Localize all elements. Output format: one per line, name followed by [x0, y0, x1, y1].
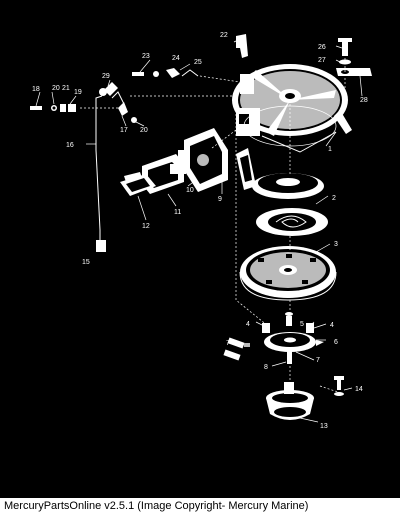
callout-8[interactable]: 8 — [264, 364, 268, 371]
part-22-hook[interactable] — [236, 34, 248, 58]
part-4-5-pawls[interactable] — [262, 312, 314, 333]
callout-18[interactable]: 18 — [32, 86, 40, 93]
callout-13[interactable]: 13 — [320, 423, 328, 430]
callout-29[interactable]: 29 — [102, 73, 110, 80]
part-14-bolt[interactable] — [334, 376, 344, 396]
callout-16[interactable]: 16 — [66, 142, 74, 149]
callout-11[interactable]: 11 — [174, 209, 181, 216]
callout-7a[interactable]: 7 — [226, 340, 230, 347]
assembly-guide-lines — [80, 50, 346, 393]
callout-27[interactable]: 27 — [318, 57, 326, 64]
callout-7b[interactable]: 7 — [316, 357, 320, 364]
callout-1[interactable]: 1 — [328, 146, 332, 153]
callout-5[interactable]: 5 — [300, 321, 304, 328]
part-3-rope-pulley[interactable] — [239, 246, 337, 301]
callout-9[interactable]: 9 — [218, 196, 222, 203]
callout-24[interactable]: 24 — [172, 55, 180, 62]
callout-10[interactable]: 10 — [186, 187, 194, 194]
callout-20b[interactable]: 20 — [140, 127, 148, 134]
part-2-spring-and-pulley[interactable] — [252, 173, 328, 236]
part-6-cam-retainer[interactable] — [264, 332, 324, 352]
part-9-bracket[interactable] — [236, 148, 256, 190]
callout-12[interactable]: 12 — [142, 223, 150, 230]
exploded-parts-diagram: 1 2 3 4 5 4 6 7 7 8 9 10 11 12 13 14 15 … — [0, 0, 400, 498]
part-8-center-bolt[interactable] — [284, 348, 295, 364]
callout-17[interactable]: 17 — [120, 127, 128, 134]
callout-26[interactable]: 26 — [318, 44, 326, 51]
callout-2[interactable]: 2 — [332, 195, 336, 202]
part-17-clip[interactable] — [111, 91, 128, 116]
callout-20a[interactable]: 20 — [52, 85, 60, 92]
part-7-springs[interactable] — [223, 337, 250, 361]
part-12-plate[interactable] — [120, 172, 156, 196]
part-29-lever[interactable] — [104, 82, 118, 96]
callout-15[interactable]: 15 — [82, 259, 90, 266]
leader-lines — [35, 39, 363, 423]
copyright-caption: MercuryPartsOnline v2.5.1 (Image Copyrig… — [0, 498, 400, 514]
callout-6[interactable]: 6 — [334, 339, 338, 346]
callout-14[interactable]: 14 — [355, 386, 363, 393]
part-23-25-fasteners[interactable] — [132, 68, 199, 78]
callout-22[interactable]: 22 — [220, 32, 228, 39]
callout-21[interactable]: 21 — [62, 85, 70, 92]
callout-23[interactable]: 23 — [142, 53, 150, 60]
callout-25[interactable]: 25 — [194, 59, 202, 66]
callout-4b[interactable]: 4 — [330, 322, 334, 329]
callout-19[interactable]: 19 — [74, 89, 82, 96]
callout-28[interactable]: 28 — [360, 97, 368, 104]
callout-4a[interactable]: 4 — [246, 321, 250, 328]
callout-3[interactable]: 3 — [334, 241, 338, 248]
part-18-21-fasteners[interactable] — [30, 104, 137, 123]
callout-labels: 1 2 3 4 5 4 6 7 7 8 9 10 11 12 13 14 15 … — [32, 32, 368, 430]
part-13-starter-cup[interactable] — [266, 382, 314, 420]
